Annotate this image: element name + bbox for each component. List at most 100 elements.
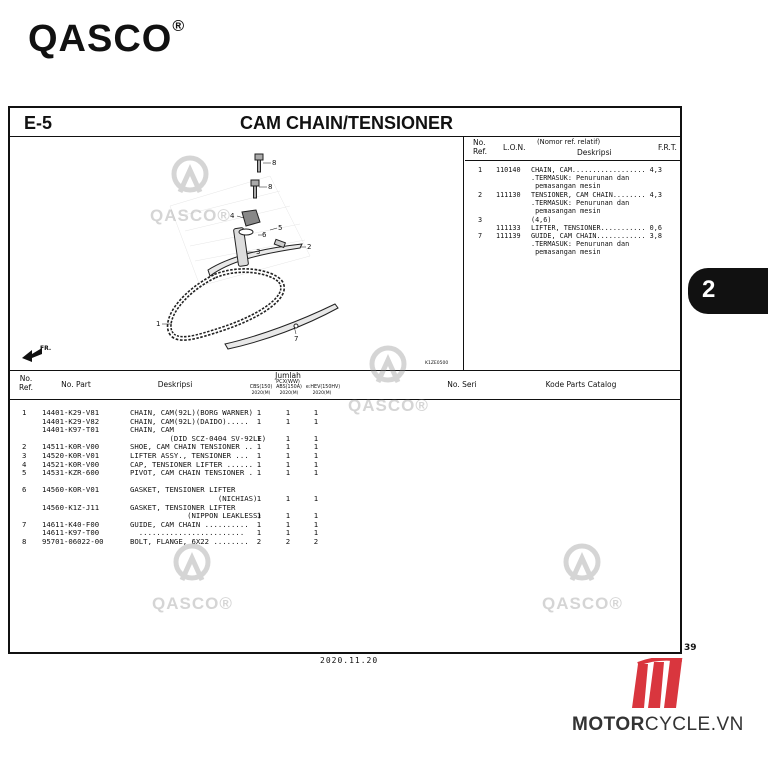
section-code: E-5 [24,113,53,133]
table-row-part: 14401-K97-T01 [42,425,100,435]
table-row-part: 14560-K0R-V01 [42,485,100,495]
table-row-qty: 1 [285,442,291,452]
table-row-qty: 1 [313,433,319,443]
tensioner-shoe [207,243,303,277]
front-marker: FR. [40,345,51,352]
table-row-qty: 1 [256,442,262,452]
table-row-qty: 1 [313,511,319,521]
table-row-ref: 3 [22,451,27,460]
table-row-qty: 1 [285,459,291,469]
table-row-part: 14560-K1Z-J11 [42,502,100,512]
table-row-ref: 5 [22,468,27,478]
table-row-qty: 1 [256,408,262,417]
table-row-desc: SHOE, CAM CHAIN TENSIONER .. [130,442,254,452]
table-row-part: 14521-K0R-V00 [42,459,100,469]
table-row-part: 14611-K40-F00 [42,519,100,529]
table-row-qty: 1 [285,416,291,426]
table-row-ref: 4 [22,459,27,469]
parts-table-header: No. Ref. No. Part Deskripsi Jumlah PCX(W… [10,370,680,400]
qasco-watermark: QASCO® [348,342,429,416]
table-row-qty: 1 [313,528,319,538]
table-row-desc: GUIDE, CAM CHAIN .......... [130,519,249,529]
table-row-qty: 1 [313,468,319,478]
table-row-part: 14611-K97-T00 [42,528,100,538]
table-row-desc: (NICHIAS) [130,494,258,503]
table-row-qty: 1 [313,519,319,529]
table-row-qty: 1 [285,528,291,538]
table-row-qty: 1 [256,468,262,478]
table-row-qty: 1 [285,494,291,503]
page-title: CAM CHAIN/TENSIONER [240,113,454,133]
table-row-qty: 1 [285,433,291,443]
table-row-qty: 1 [256,494,262,503]
table-row-ref: 6 [22,485,27,495]
print-date: 2020.11.20 [320,656,379,665]
table-row-qty: 1 [313,451,319,460]
table-row-desc: (DID SCZ-0404 SV-92LE) [130,433,267,443]
svg-text:8: 8 [272,159,276,167]
diagram-code: K1ZE0500 [425,360,448,366]
table-row-ref: 7 [22,519,27,529]
svg-text:1: 1 [156,320,160,328]
page-header: E-5 CAM CHAIN/TENSIONER [10,108,680,137]
motorcycle-vn-brand: MOTORCYCLE.VN [572,714,744,735]
ref-panel-header: No. Ref. L.O.N. (Nomor ref. relatif) Des… [465,136,680,161]
table-row-qty: 2 [313,537,319,546]
table-row-qty: 1 [313,416,319,426]
svg-text:2: 2 [307,243,311,251]
table-row-desc: (NIPPON LEAKLESS) [130,511,262,521]
table-row-part: 14531-KZR-600 [42,468,100,478]
table-row-qty: 1 [313,494,319,503]
reference-panel: No. Ref. L.O.N. (Nomor ref. relatif) Des… [465,136,680,370]
table-row-desc: LIFTER ASSY., TENSIONER ... [130,451,249,460]
table-row-desc: CAP, TENSIONER LIFTER ...... [130,459,254,469]
table-row-desc: CHAIN, CAM(92L)(BORG WARNER) [130,408,254,417]
diagram-svg: FR. 8 8 4 5 6 3 2 1 7 [22,153,448,366]
qasco-logo: QASCO® [28,18,186,60]
svg-text:6: 6 [262,231,267,239]
table-row-qty: 2 [256,537,262,546]
table-row-part: 14401-K29-V82 [42,416,100,426]
table-row-desc: GASKET, TENSIONER LIFTER [130,502,236,512]
table-row-desc: PIVOT, CAM CHAIN TENSIONER . [130,468,254,478]
table-row-qty: 1 [256,416,262,426]
table-row-ref: 2 [22,442,27,452]
table-row-qty: 1 [256,528,262,538]
table-row-qty: 2 [285,537,291,546]
motorcycle-logo-icon [632,658,683,708]
table-row-qty: 1 [313,442,319,452]
table-row-qty: 1 [285,451,291,460]
catalog-page: E-5 CAM CHAIN/TENSIONER [8,106,682,654]
page-number: 39 [684,643,697,653]
table-row-qty: 1 [313,459,319,469]
qasco-watermark: QASCO® [542,540,623,614]
table-row-qty: 1 [313,408,319,417]
table-row-qty: 1 [256,433,262,443]
tensioner-lifter [233,227,249,267]
table-row-qty: 1 [285,468,291,478]
table-row-part: 95701-06022-00 [42,537,104,546]
exploded-diagram: FR. 8 8 4 5 6 3 2 1 7 [10,136,464,370]
table-row-desc: ........................ [130,528,245,538]
table-row-qty: 1 [256,451,262,460]
table-row-part: 14401-K29-V81 [42,408,100,417]
table-row-qty: 1 [256,459,262,469]
svg-text:8: 8 [268,183,272,191]
table-row-qty: 1 [285,511,291,521]
table-row-part: 14511-K0R-V00 [42,442,100,452]
qasco-watermark: QASCO® [150,152,231,226]
table-row-ref: 1 [22,408,27,417]
svg-text:4: 4 [230,212,235,220]
table-row-desc: GASKET, TENSIONER LIFTER [130,485,236,495]
table-row-part: 14520-K0R-V01 [42,451,100,460]
table-row-qty: 1 [285,519,291,529]
section-tab[interactable]: 2 [688,268,768,314]
table-row-desc: BOLT, FLANGE, 6X22 ........ [130,537,249,546]
cam-chain-guide [224,303,339,350]
svg-text:3: 3 [256,248,260,256]
table-row-qty: 1 [256,519,262,529]
svg-text:7: 7 [294,335,298,343]
svg-text:5: 5 [278,224,282,232]
table-row-ref: 8 [22,537,27,546]
table-row-qty: 1 [256,511,262,521]
